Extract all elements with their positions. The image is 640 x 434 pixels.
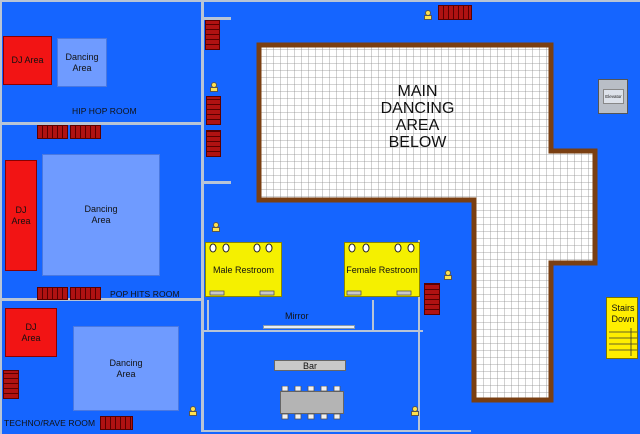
light-icon xyxy=(411,406,419,416)
seating-top-right xyxy=(438,5,472,20)
elevator[interactable]: Elevator xyxy=(598,79,628,114)
outer-wall-top xyxy=(0,0,640,2)
restroom-south-wall xyxy=(203,330,423,332)
seating-pop-top-1 xyxy=(37,125,68,139)
hall-wall-mid xyxy=(201,181,231,184)
east-corridor-wall xyxy=(418,240,420,432)
male-restroom: Male Restroom xyxy=(205,242,282,297)
light-icon xyxy=(189,406,197,416)
bar-counter: Bar xyxy=(274,360,346,371)
bar-stools xyxy=(281,386,341,420)
outer-wall-left xyxy=(0,0,2,434)
hiphop-room-name: HIP HOP ROOM xyxy=(72,106,137,116)
restroom-side-wall-left xyxy=(207,300,209,330)
light-icon xyxy=(212,222,220,232)
bar-table xyxy=(280,391,344,414)
seating-techno-bottom xyxy=(100,416,133,430)
elevator-label: Elevator xyxy=(603,89,624,104)
restroom-fixtures xyxy=(209,243,415,296)
south-wall xyxy=(201,430,471,432)
mirror xyxy=(263,325,355,329)
seating-hall-3 xyxy=(206,130,221,157)
seating-east-corridor xyxy=(424,283,440,315)
stairs-steps-icon xyxy=(609,328,637,356)
seating-pop-top-2 xyxy=(70,125,101,139)
seating-pop-bottom-1 xyxy=(37,287,68,300)
hall-wall-top xyxy=(201,17,231,20)
light-icon xyxy=(424,10,432,20)
mirror-label: Mirror xyxy=(285,311,309,321)
female-restroom: Female Restroom xyxy=(344,242,420,297)
hiphop-pop-wall xyxy=(0,122,201,125)
west-rooms-wall xyxy=(201,2,204,432)
main-dancing-area-label: MAIN DANCING AREA BELOW xyxy=(380,83,455,151)
pop-room-name: POP HITS ROOM xyxy=(110,289,180,299)
seating-hall-2 xyxy=(206,96,221,125)
hiphop-dj-area: DJ Area xyxy=(3,36,52,85)
restroom-side-wall-mid xyxy=(372,300,374,330)
seating-techno-left xyxy=(3,370,19,399)
stairs-label: Stairs Down xyxy=(611,303,635,324)
light-icon xyxy=(210,82,218,92)
seating-hall-1 xyxy=(205,20,220,50)
stairs-down[interactable]: Stairs Down xyxy=(606,297,638,359)
seating-pop-bottom-2 xyxy=(70,287,101,300)
techno-room-name: TECHNO/RAVE ROOM xyxy=(4,418,96,428)
light-icon xyxy=(444,270,452,280)
